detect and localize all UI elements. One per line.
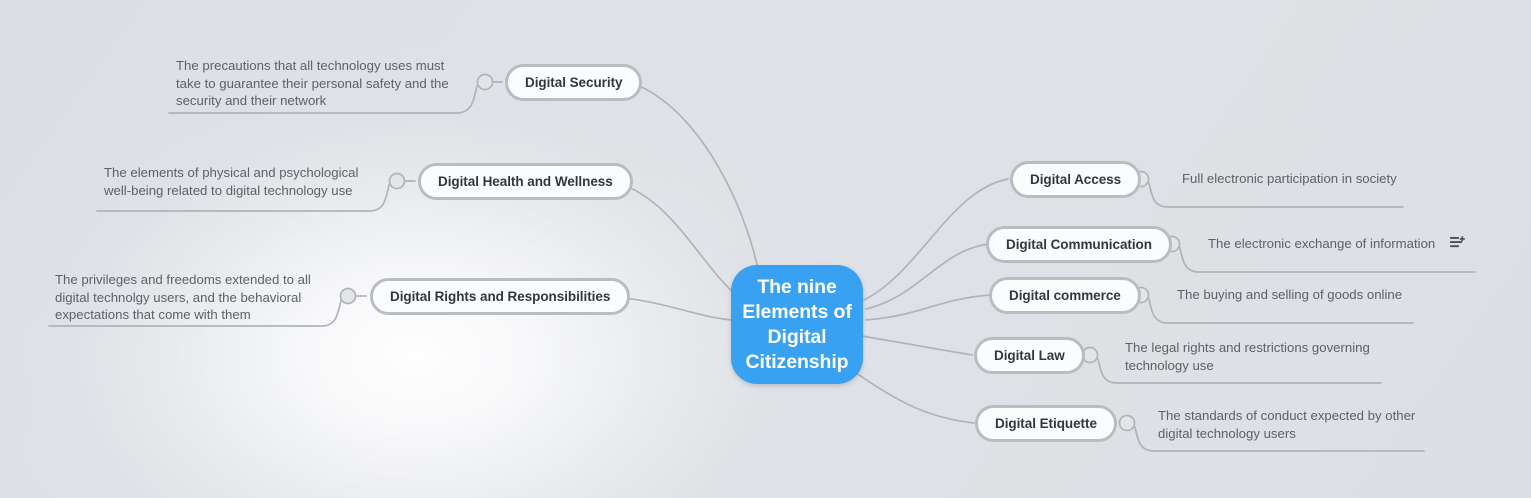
branch-pill-digital-health-and-wellness[interactable]: Digital Health and Wellness (418, 163, 633, 200)
branch-description-digital-security: The precautions that all technology uses… (176, 58, 449, 108)
branch-pill-digital-commerce[interactable]: Digital commerce (989, 277, 1141, 314)
branch-description-digital-commerce: The buying and selling of goods online (1177, 287, 1403, 302)
branch-description-digital-rights-and-responsibilities: The privileges and freedoms extended to … (55, 272, 311, 322)
branch-description-digital-etiquette: The standards of conduct expected by oth… (1158, 408, 1416, 441)
branch-pill-digital-communication[interactable]: Digital Communication (986, 226, 1172, 263)
branch-pill-digital-security[interactable]: Digital Security (505, 64, 643, 101)
branch-description-digital-law: The legal rights and restrictions govern… (1125, 340, 1370, 373)
central-node[interactable]: The nine Elements of Digital Citizenship (731, 265, 863, 384)
branch-label: Digital Communication (1006, 237, 1152, 252)
branch-description-digital-communication: The electronic exchange of information (1208, 236, 1436, 251)
branch-pill-digital-access[interactable]: Digital Access (1010, 161, 1142, 198)
branch-pill-digital-law[interactable]: Digital Law (974, 337, 1085, 374)
branch-pill-digital-etiquette[interactable]: Digital Etiquette (975, 405, 1117, 442)
branch-label: Digital commerce (1009, 288, 1121, 303)
branch-label: Digital Access (1030, 172, 1122, 187)
add-to-list-icon[interactable] (1450, 236, 1466, 250)
branch-description-digital-access: Full electronic participation in society (1182, 171, 1397, 186)
branch-label: Digital Law (994, 348, 1065, 363)
central-node-label: The nine Elements of Digital Citizenship (742, 275, 852, 373)
branch-label: Digital Etiquette (995, 416, 1097, 431)
branch-pill-digital-rights-and-responsibilities[interactable]: Digital Rights and Responsibilities (370, 278, 631, 315)
branch-label: Digital Health and Wellness (438, 174, 613, 189)
branch-label: Digital Security (525, 75, 623, 90)
branch-description-digital-health-and-wellness: The elements of physical and psychologic… (104, 165, 359, 198)
branch-label: Digital Rights and Responsibilities (390, 289, 611, 304)
